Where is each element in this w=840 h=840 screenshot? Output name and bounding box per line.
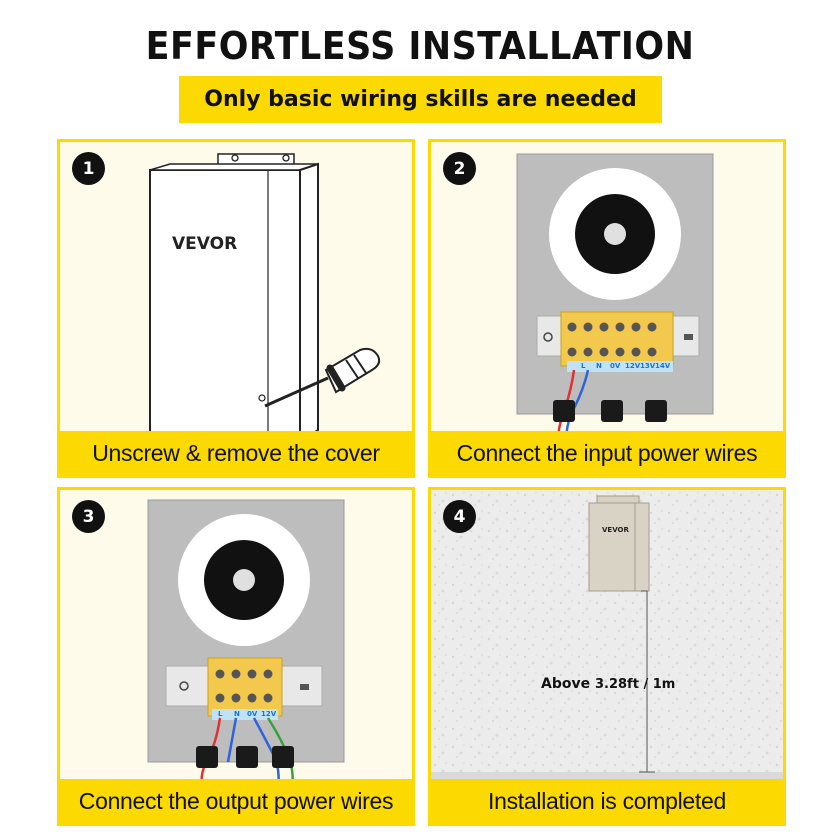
page-subtitle: Only basic wiring skills are needed: [179, 76, 662, 123]
brand-logo: VEVOR: [602, 526, 629, 534]
step-4-panel: VEVOR Above 3.28ft / 1m 4 Installation i…: [428, 487, 786, 826]
terminal-label-13v: 13V: [640, 362, 656, 370]
step-2-panel: L N 0V 12V 13V 14V 2 Connect the input p…: [428, 139, 786, 478]
terminal-label-12v: 12V: [261, 710, 277, 718]
terminal-label-12v: 12V: [625, 362, 641, 370]
step-1-panel: VEVOR 1 Unscrew & remove the cover: [57, 139, 415, 478]
step-number-badge: 2: [443, 152, 476, 185]
enclosure-illustration: [149, 153, 381, 446]
mounting-height-label: Above 3.28ft / 1m: [541, 676, 676, 692]
terminal-label-14v: 14V: [655, 362, 671, 370]
step-caption: Connect the output power wires: [60, 779, 412, 823]
output-wiring-illustration: [147, 499, 345, 789]
terminal-label-n: N: [596, 362, 602, 370]
step-caption: Installation is completed: [431, 779, 783, 823]
step-number-badge: 3: [72, 500, 105, 533]
terminal-label-0v: 0V: [610, 362, 621, 370]
terminal-label-n: N: [234, 710, 240, 718]
step-number-badge: 4: [443, 500, 476, 533]
step-caption: Unscrew & remove the cover: [60, 431, 412, 475]
input-wiring-illustration: [516, 153, 714, 441]
page-title: EFFORTLESS INSTALLATION: [145, 24, 695, 68]
terminal-label-0v: 0V: [247, 710, 258, 718]
step-3-panel: L N 0V 12V 3 Connect the output power wi…: [57, 487, 415, 826]
wall-mounted-illustration: [431, 490, 783, 780]
step-number-badge: 1: [72, 152, 105, 185]
terminal-label-l: L: [581, 362, 586, 370]
brand-logo: VEVOR: [172, 234, 238, 254]
terminal-label-l: L: [218, 710, 223, 718]
step-caption: Connect the input power wires: [431, 431, 783, 475]
